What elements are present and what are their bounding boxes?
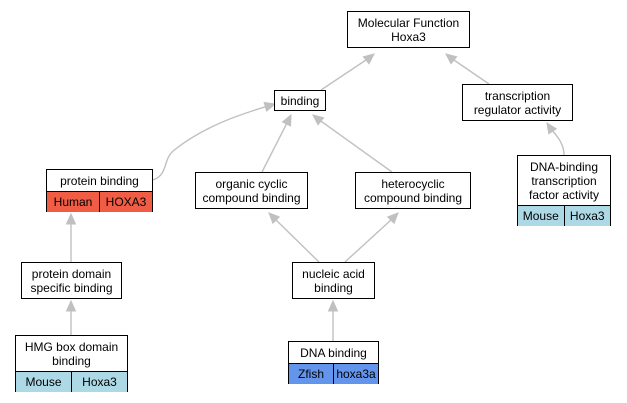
species-cell: Zfish xyxy=(289,364,333,384)
node-protein-domain-specific-binding[interactable]: protein domain specific binding xyxy=(21,262,122,299)
edge-binding-to-molecular-function xyxy=(320,53,375,91)
edge-nucleic-acid-binding-to-organic-cyclic-compound-binding xyxy=(268,212,320,263)
gene-cell: HOXA3 xyxy=(99,192,152,212)
node-label: binding xyxy=(280,94,320,108)
node-molecular-function[interactable]: Molecular Function Hoxa3 xyxy=(347,11,470,48)
node-label: HMG box domain binding xyxy=(24,339,119,368)
arrowhead xyxy=(65,212,77,225)
arrowhead xyxy=(263,101,277,112)
node-label: protein domain specific binding xyxy=(30,267,113,295)
arrowhead xyxy=(327,299,339,312)
arrowhead xyxy=(546,121,558,135)
node-label: DNA binding xyxy=(300,345,367,360)
edge-dna-binding-transcription-factor-activity-to-transcription-regulator-activity xyxy=(546,121,565,156)
node-transcription-regulator-activity[interactable]: transcription regulator activity xyxy=(462,84,573,121)
arrowhead xyxy=(445,53,458,65)
node-label: protein binding xyxy=(60,173,139,188)
node-label: nucleic acid binding xyxy=(302,267,365,295)
node-dna-binding-transcription-factor-activity[interactable]: DNA-binding transcription factor activit… xyxy=(517,155,611,226)
node-label: heterocyclic compound binding xyxy=(363,177,463,205)
gene-cell: Hoxa3 xyxy=(563,206,610,226)
edge-heterocyclic-compound-binding-to-binding xyxy=(312,114,393,173)
node-heterocyclic-compound-binding[interactable]: heterocyclic compound binding xyxy=(355,172,471,209)
node-label: DNA-binding transcription factor activit… xyxy=(528,159,600,202)
species-cell: Mouse xyxy=(16,372,71,392)
gene-cell: Hoxa3 xyxy=(71,372,127,392)
node-nucleic-acid-binding[interactable]: nucleic acid binding xyxy=(292,262,375,299)
edge-nucleic-acid-binding-to-heterocyclic-compound-binding xyxy=(344,212,399,263)
arrowhead xyxy=(386,212,399,225)
node-organic-cyclic-compound-binding[interactable]: organic cyclic compound binding xyxy=(195,172,308,209)
node-label: organic cyclic compound binding xyxy=(202,177,301,205)
edge-transcription-regulator-activity-to-molecular-function xyxy=(445,53,490,85)
edge-protein-binding-to-binding xyxy=(152,101,277,181)
edge-hmg-box-domain-binding-to-protein-domain-specific-binding xyxy=(65,299,77,335)
species-cell: Human xyxy=(47,192,99,212)
arrowhead xyxy=(65,299,77,312)
arrowhead xyxy=(312,114,325,126)
node-label: Molecular Function Hoxa3 xyxy=(357,16,460,44)
species-cell: Mouse xyxy=(518,206,564,226)
arrowhead xyxy=(362,53,375,65)
arrowhead xyxy=(281,113,292,127)
node-binding[interactable]: binding xyxy=(274,90,326,111)
arrowhead xyxy=(268,212,281,225)
gene-cell: hoxa3a xyxy=(333,364,378,384)
node-label: transcription regulator activity xyxy=(473,89,562,117)
edge-protein-domain-specific-binding-to-protein-binding xyxy=(65,212,77,262)
edge-dna-binding-to-nucleic-acid-binding xyxy=(327,299,339,341)
edge-organic-cyclic-compound-binding-to-binding xyxy=(261,113,292,173)
